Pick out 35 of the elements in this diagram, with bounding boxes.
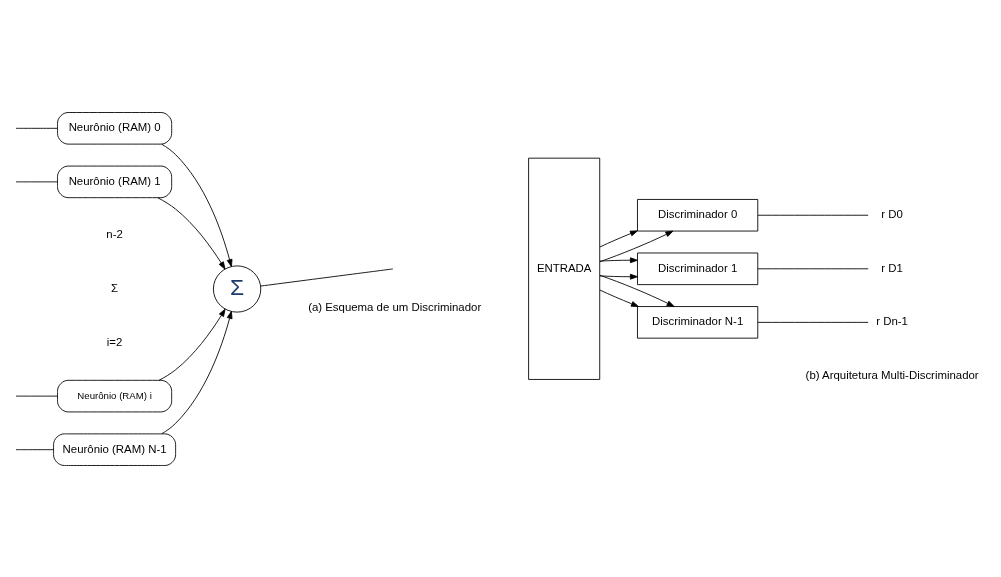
connector <box>15 448 54 450</box>
arrow <box>599 230 674 262</box>
connector <box>15 180 58 182</box>
label: (b) Arquitetura Multi-Discriminador <box>805 368 979 381</box>
label: i=2 <box>106 335 123 348</box>
arrow <box>599 274 675 307</box>
arrow <box>599 256 638 263</box>
node-box: Discriminador 0 <box>637 198 759 231</box>
arrow <box>599 229 638 247</box>
arrow <box>599 289 639 307</box>
node-box: Discriminador 1 <box>637 252 759 285</box>
node-text: r Dn-1 <box>876 314 908 327</box>
label: Σ <box>111 281 119 294</box>
connector <box>260 268 394 286</box>
node-text: r D0 <box>881 207 903 220</box>
connector <box>757 267 869 269</box>
connector <box>757 321 869 323</box>
connector <box>15 395 58 397</box>
arrow <box>161 143 233 267</box>
node-box: Neurônio (RAM) 1 <box>57 165 173 198</box>
connector <box>757 214 869 216</box>
label: n-2 <box>106 227 123 240</box>
node-circle: Σ <box>212 264 262 313</box>
node-text: r D1 <box>881 261 903 274</box>
node-box: Neurônio (RAM) N-1 <box>53 432 177 466</box>
arrow <box>161 310 233 434</box>
node-box: ENTRADA <box>528 157 601 380</box>
label: (a) Esquema de um Discriminador <box>308 300 482 313</box>
node-box: Discriminador N-1 <box>637 305 759 339</box>
arrow <box>158 308 226 381</box>
node-box: Neurônio (RAM) 0 <box>57 111 173 145</box>
connector <box>15 127 58 129</box>
arrow <box>157 196 226 269</box>
node-box: Neurônio (RAM) i <box>57 379 173 412</box>
arrow <box>599 273 638 280</box>
